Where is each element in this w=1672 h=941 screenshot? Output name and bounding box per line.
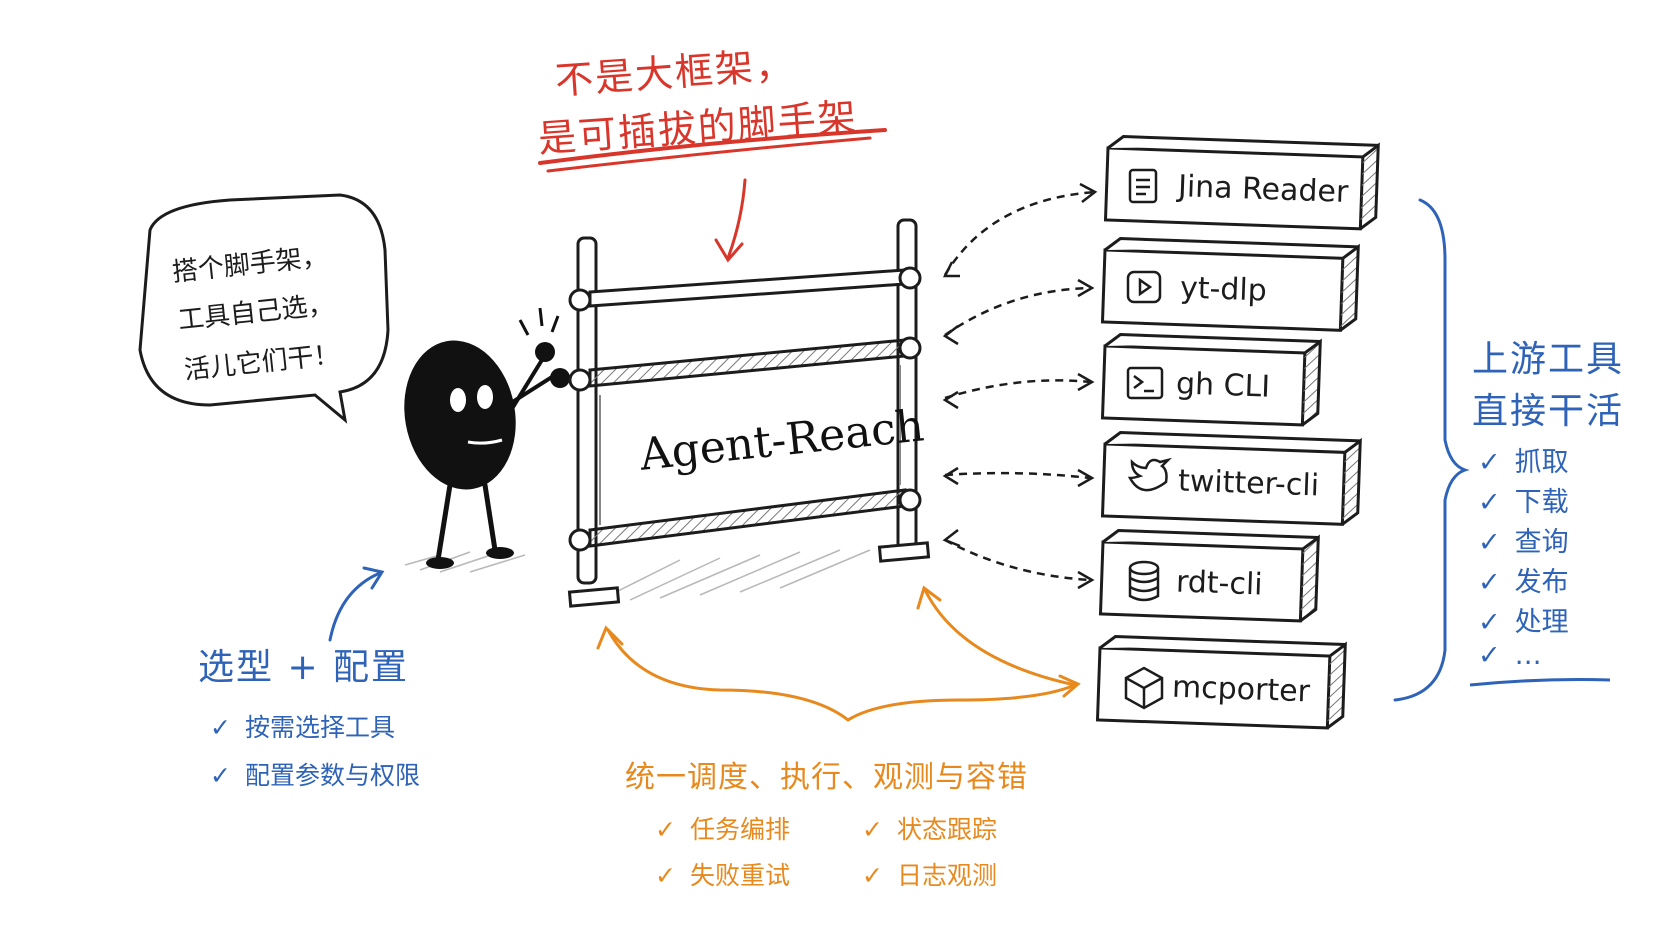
upstream-item: ✓处理 <box>1478 607 1569 638</box>
orchestration-arrow-right <box>846 683 1077 722</box>
bird-icon <box>1127 457 1173 492</box>
upstream-list: ✓抓取 ✓下载 ✓查询 ✓发布 ✓处理 ✓… <box>1478 440 1569 680</box>
orchestration-item: ✓日志观测 <box>862 861 997 890</box>
cube-icon <box>1124 666 1164 710</box>
config-item: ✓按需选择工具 <box>210 713 395 742</box>
ground-hatching <box>404 549 871 601</box>
tool-label-rdt-cli: rdt-cli <box>1175 564 1264 603</box>
upstream-item: ✓… <box>1478 640 1542 671</box>
upstream-item: ✓发布 <box>1478 567 1569 598</box>
play-icon <box>1126 270 1162 304</box>
headline-arrow <box>726 178 747 260</box>
config-title: 选型 + 配置 <box>198 647 410 688</box>
tool-label-gh-cli: gh CLI <box>1175 366 1271 405</box>
upstream-brace <box>1393 198 1470 702</box>
document-icon <box>1128 168 1158 204</box>
orchestration-item: ✓任务编排 <box>655 815 790 844</box>
upstream-item: ✓抓取 <box>1478 447 1569 478</box>
speech-bubble-outline <box>138 193 390 424</box>
config-item: ✓配置参数与权限 <box>210 761 420 790</box>
upstream-underline <box>1469 678 1611 687</box>
terminal-icon <box>1126 366 1164 400</box>
upstream-title-line1: 上游工具 <box>1472 339 1625 380</box>
database-icon <box>1128 560 1160 602</box>
tool-label-twitter-cli: twitter-cli <box>1177 463 1320 504</box>
headline-underline <box>538 128 887 165</box>
scaffold-frame <box>567 218 931 608</box>
config-arrow <box>328 571 382 642</box>
tool-boxes <box>1095 135 1380 730</box>
orchestration-arrow-left <box>606 628 850 722</box>
orchestration-arrow-up <box>923 588 1077 687</box>
orchestration-item: ✓状态跟踪 <box>862 815 997 844</box>
dashed-connectors <box>943 190 1096 582</box>
orchestration-title: 统一调度、执行、观测与容错 <box>625 760 1028 795</box>
connector-arrowheads <box>942 182 1098 590</box>
orchestration-item: ✓失败重试 <box>655 861 790 890</box>
character <box>404 307 570 569</box>
tool-label-yt-dlp: yt-dlp <box>1179 270 1268 309</box>
tool-label-jina-reader: Jina Reader <box>1177 169 1349 210</box>
tool-label-mcporter: mcporter <box>1171 669 1311 710</box>
upstream-title-line2: 直接干活 <box>1472 391 1625 432</box>
upstream-item: ✓下载 <box>1478 487 1569 518</box>
upstream-item: ✓查询 <box>1478 527 1569 558</box>
